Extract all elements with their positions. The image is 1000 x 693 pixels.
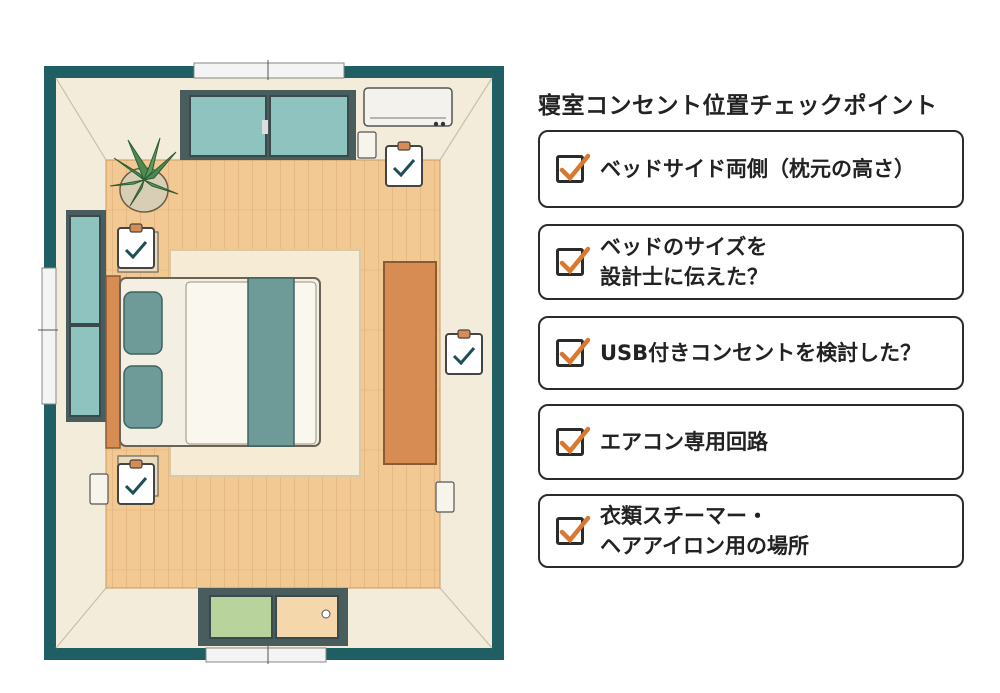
perspective-lines <box>55 77 493 649</box>
checkbox-checked-icon <box>556 246 591 276</box>
checklist-item-text: ヘアアイロン用の場所 <box>600 534 809 558</box>
bottom-wall-window <box>205 647 327 663</box>
checklist-title: 寝室コンセント位置チェックポイント <box>538 93 938 119</box>
checklist-item-text: USB付きコンセントを検討した？ <box>600 341 922 365</box>
left-wall-window <box>41 267 57 405</box>
checkbox-checked-icon <box>556 337 591 367</box>
headboard <box>105 275 121 449</box>
checkbox-checked-icon <box>556 153 591 183</box>
clipboard-check-icon <box>445 329 483 375</box>
bedroom-floor-plan <box>38 60 504 664</box>
checkbox-checked-icon <box>556 515 591 545</box>
top-wall-window <box>193 62 345 79</box>
outlet-left <box>89 473 109 505</box>
checklist-item: ベッドサイド両側（枕元の高さ） <box>538 130 964 208</box>
checklist-item: 衣類スチーマー・ ヘアアイロン用の場所 <box>538 494 964 568</box>
closet <box>198 588 348 646</box>
checklist-item: USB付きコンセントを検討した？ <box>538 316 964 390</box>
bed <box>119 277 321 447</box>
checklist-item: ベッドのサイズを 設計士に伝えた？ <box>538 224 964 300</box>
air-conditioner <box>363 87 453 127</box>
checklist-item-text: 衣類スチーマー・ <box>600 504 768 528</box>
potted-plant <box>109 137 179 213</box>
pillow <box>123 365 163 429</box>
clipboard-check-icon <box>117 459 155 505</box>
clipboard-check-icon <box>385 141 423 187</box>
clipboard-check-icon <box>117 223 155 269</box>
pillow <box>123 291 163 355</box>
dresser <box>383 261 437 465</box>
checklist-item-text: ベッドサイド両側（枕元の高さ） <box>600 157 915 181</box>
sliding-door <box>180 90 356 160</box>
outlet-top <box>357 131 377 159</box>
left-window <box>66 210 106 422</box>
checklist-item-text: エアコン専用回路 <box>600 430 768 454</box>
checklist-item: エアコン専用回路 <box>538 404 964 480</box>
outlet-right <box>435 481 455 513</box>
checkbox-checked-icon <box>556 426 591 456</box>
checklist-item-text: ベッドのサイズを <box>600 235 768 259</box>
checklist-item-text: 設計士に伝えた？ <box>600 265 768 289</box>
